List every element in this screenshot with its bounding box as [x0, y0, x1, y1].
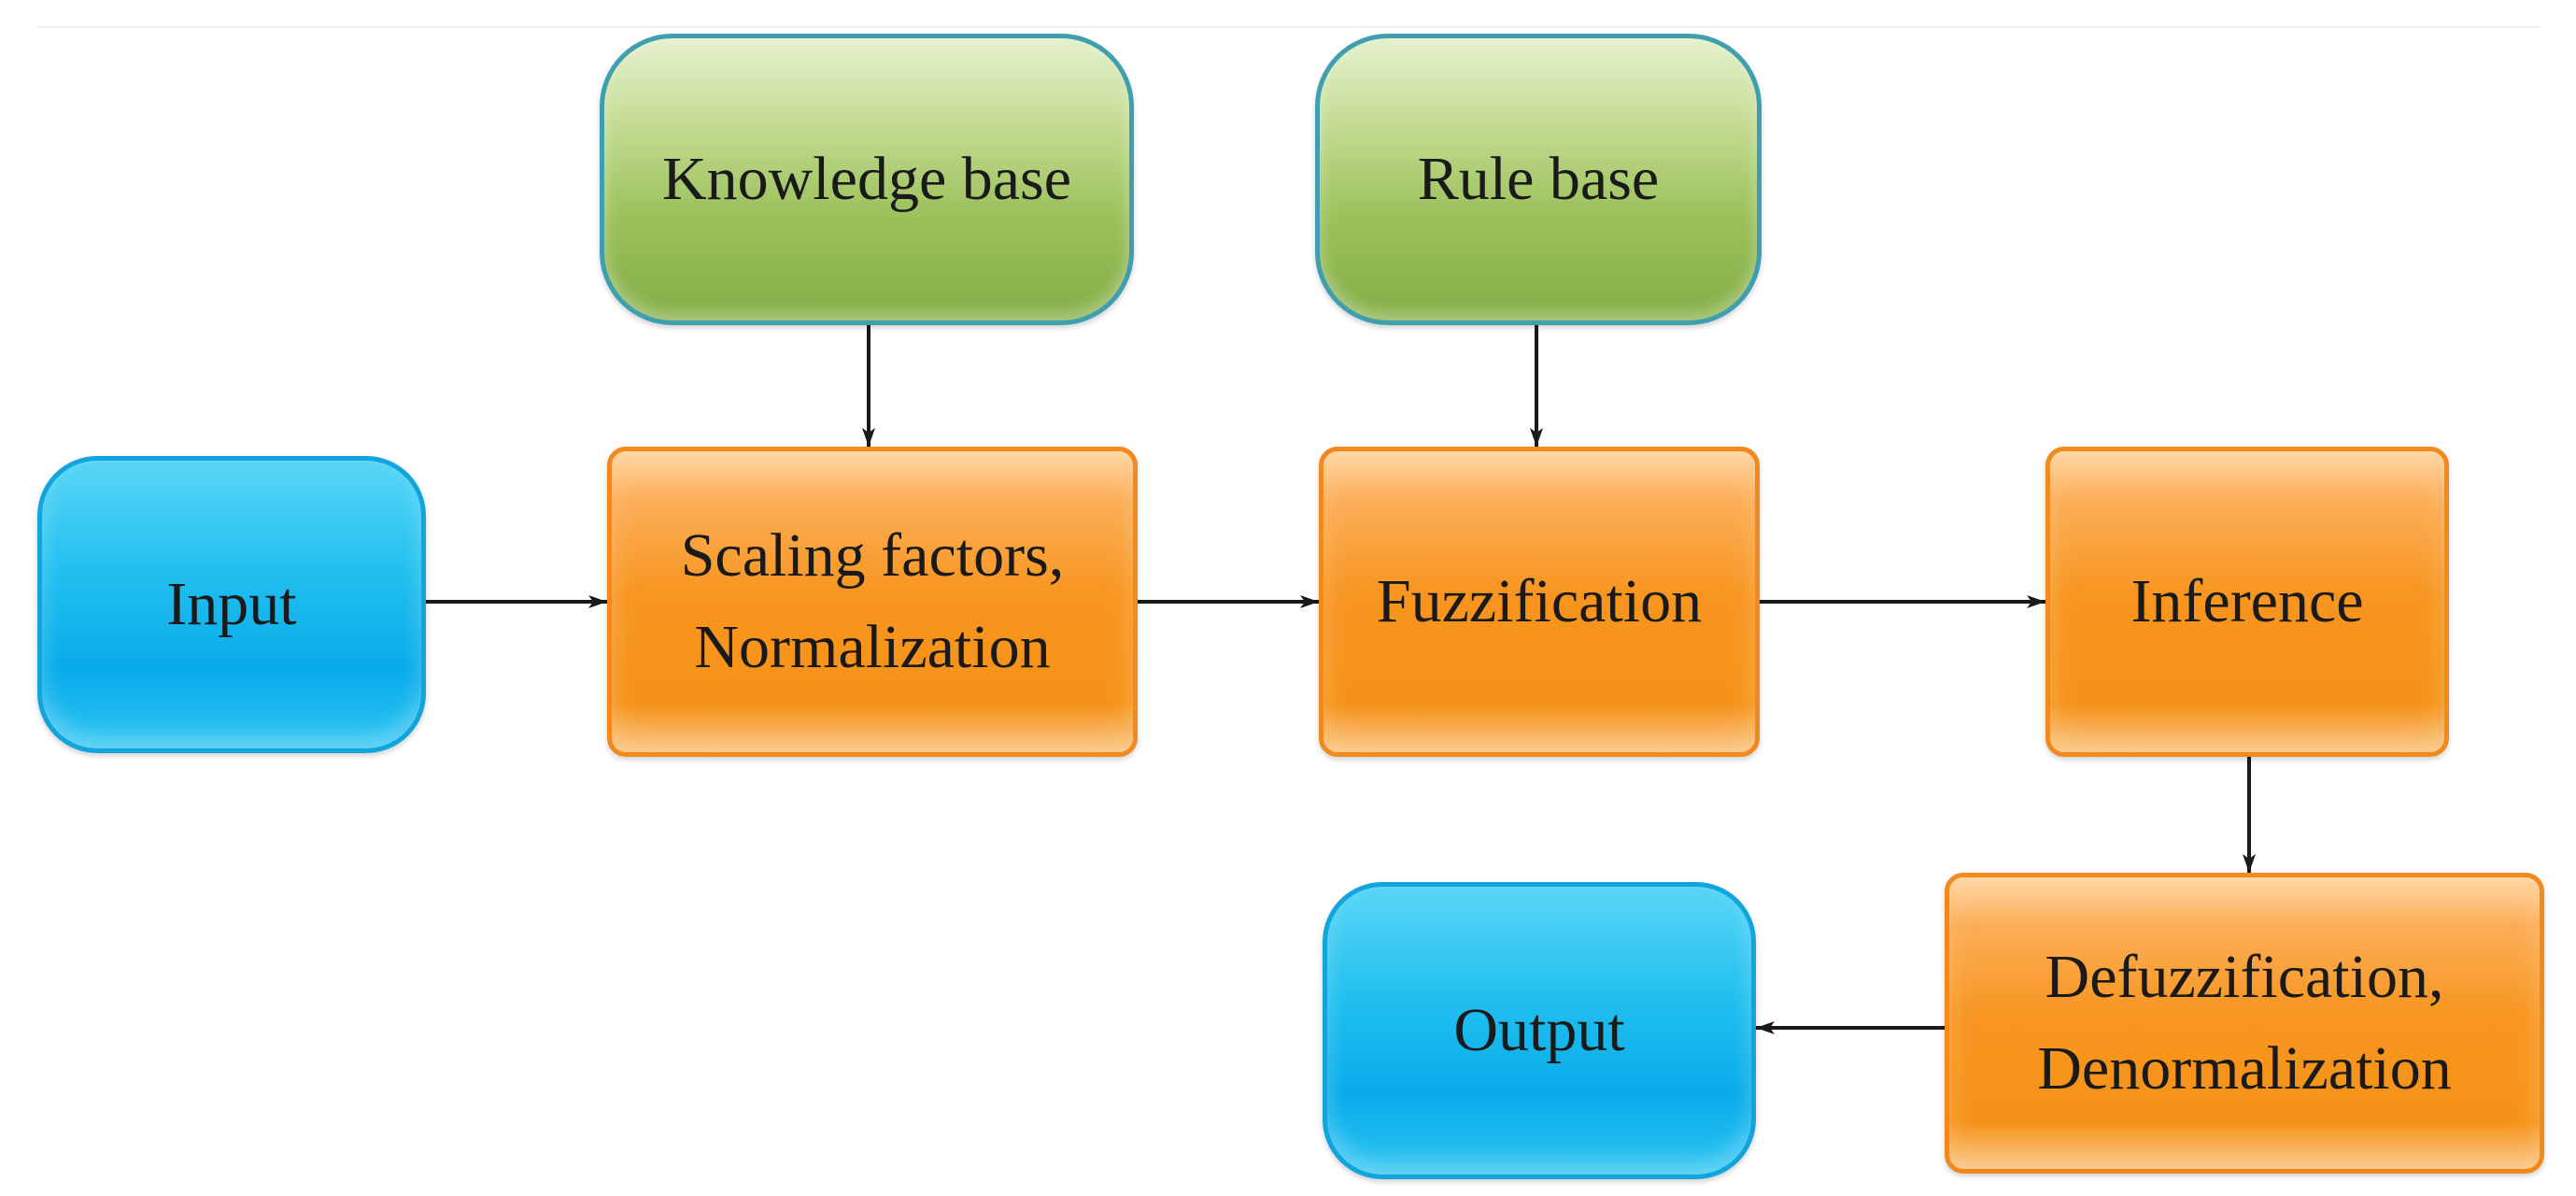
scaling-normalization-node: Scaling factors, Normalization	[607, 447, 1138, 757]
scaling-label-line-1: Scaling factors,	[680, 521, 1065, 591]
fuzzification-node: Fuzzification	[1319, 447, 1760, 757]
input-label: Input	[166, 570, 297, 639]
inference-node: Inference	[2045, 447, 2449, 757]
defuzzification-node: Defuzzification, Denormalization	[1945, 873, 2544, 1174]
input-node: Input	[37, 456, 426, 753]
defuzzification-label-line-2: Denormalization	[2037, 1034, 2452, 1103]
output-node: Output	[1323, 882, 1756, 1179]
rule-base-label: Rule base	[1417, 145, 1660, 214]
output-label: Output	[1453, 996, 1625, 1065]
defuzzification-label-line-1: Defuzzification,	[2045, 943, 2444, 1012]
knowledge-base-node: Knowledge base	[600, 34, 1134, 325]
scaling-label-line-2: Normalization	[694, 613, 1051, 681]
top-divider	[37, 26, 2541, 28]
rule-base-node: Rule base	[1315, 34, 1762, 325]
inference-label: Inference	[2130, 567, 2364, 636]
fuzzification-label: Fuzzification	[1376, 567, 1703, 636]
knowledge-base-label: Knowledge base	[661, 145, 1072, 214]
